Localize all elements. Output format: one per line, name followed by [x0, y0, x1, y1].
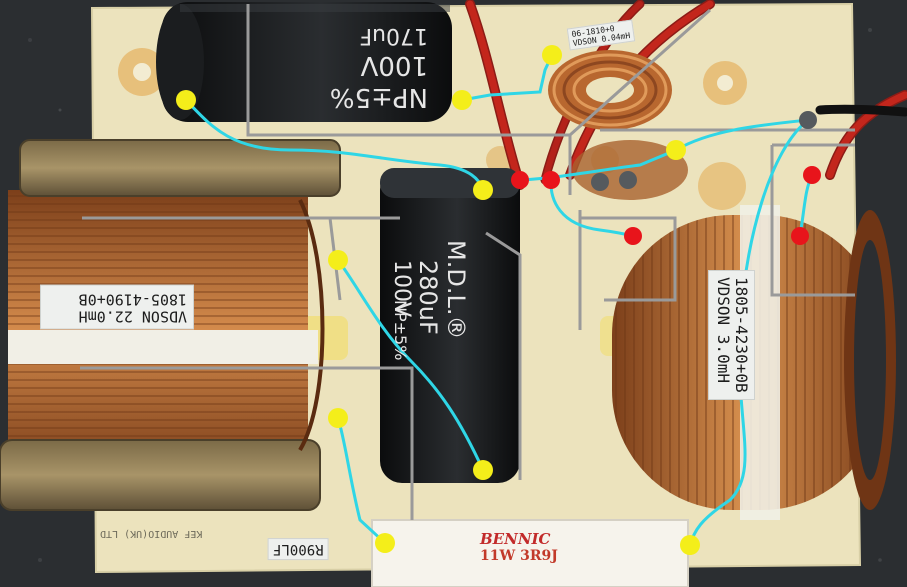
node-gray: [591, 173, 609, 191]
coil-left-spec: VDSON 22.0mH: [78, 307, 187, 326]
pcb-print-text: KEF AUDIO(UK) LTD: [100, 528, 203, 539]
capacitor-top-voltage: 100V: [360, 50, 428, 80]
node-yellow: [452, 90, 472, 110]
power-resistor: [371, 519, 689, 587]
node-gray: [619, 171, 637, 189]
node-yellow: [473, 460, 493, 480]
node-red: [791, 227, 809, 245]
resistor-text: BENNIC 11W 3R9J: [480, 530, 558, 564]
connection-nodes: [176, 45, 821, 555]
node-yellow: [328, 250, 348, 270]
capacitor-top-text: NP±5% 100V 170uF: [168, 14, 448, 114]
large-coil-left: [0, 139, 341, 511]
node-red: [624, 227, 642, 245]
node-yellow: [328, 408, 348, 428]
node-yellow: [473, 180, 493, 200]
coil-right-spec: VDSON 3.0mH: [713, 277, 733, 383]
coil-left-model: 1805-4190+0B: [78, 290, 187, 309]
node-yellow: [542, 45, 562, 65]
capacitor-middle-tolerance: NP±5%: [391, 300, 410, 361]
capacitor-middle-brand: M.D.L.®: [442, 240, 470, 340]
node-red: [803, 166, 821, 184]
node-gray: [799, 111, 817, 129]
capacitor-top-capacitance: 170uF: [359, 23, 428, 48]
capacitor-middle: [380, 168, 520, 483]
node-yellow: [680, 535, 700, 555]
node-red: [542, 171, 560, 189]
node-red: [511, 171, 529, 189]
coil-right-label: 1805-4230+0B VDSON 3.0mH: [708, 270, 755, 400]
resistor-code: 11W 3R9J: [480, 548, 558, 564]
node-yellow: [666, 140, 686, 160]
capacitor-top-tolerance: NP±5%: [329, 82, 428, 112]
node-yellow: [176, 90, 196, 110]
gray-trace-lines: [80, 4, 855, 520]
coil-left-label: VDSON 22.0mH 1805-4190+0B: [40, 285, 194, 330]
resistor-brand: BENNIC: [480, 530, 551, 548]
capacitor-middle-capacitance: 280uF: [414, 260, 442, 335]
cyan-wires: [184, 53, 814, 547]
capacitor-top: [156, 2, 452, 122]
pcb-part-label: R900LF: [268, 538, 329, 561]
node-yellow: [375, 533, 395, 553]
coil-right-model: 1805-4230+0B: [732, 277, 751, 393]
